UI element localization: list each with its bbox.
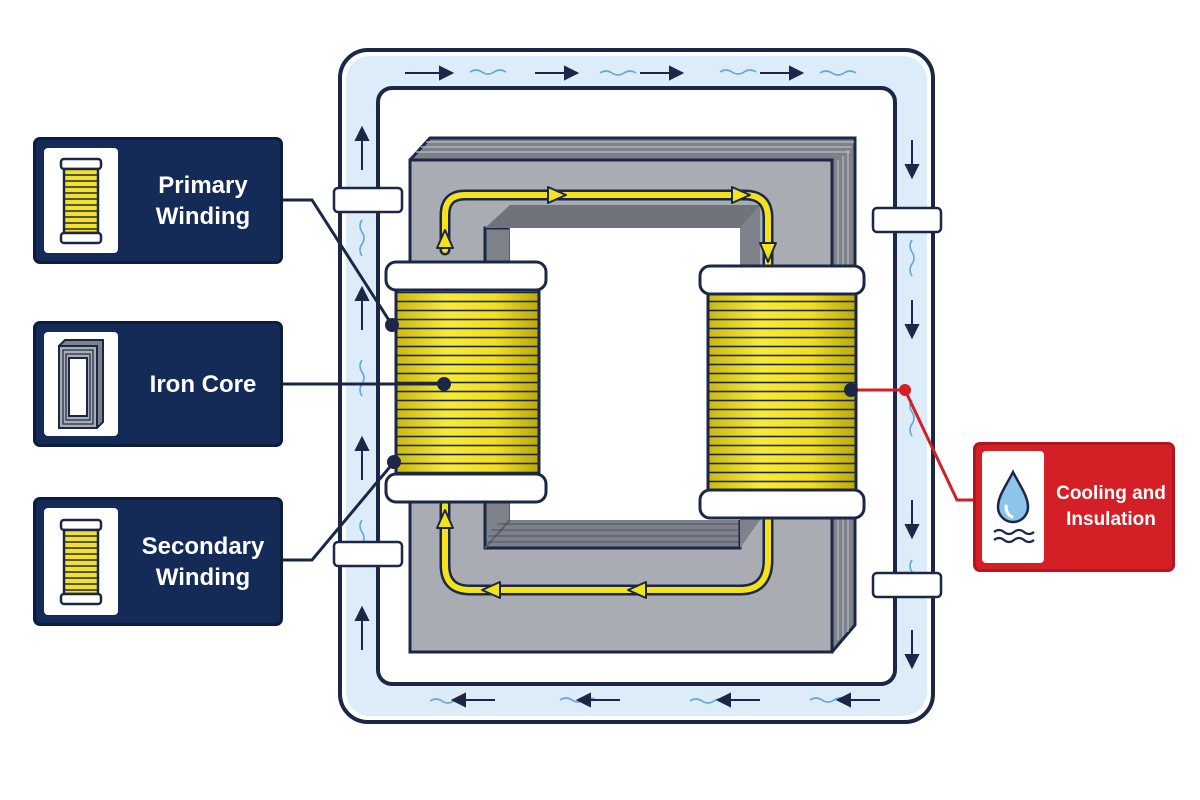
primary-leader	[283, 198, 394, 326]
iron-core-label: Iron Core	[33, 321, 283, 447]
coolant-flow-arrows	[354, 65, 920, 708]
cooling-insulation-label: Cooling and Insulation	[973, 442, 1175, 572]
coil-icon	[44, 508, 118, 615]
primary-winding-text: Primary Winding	[155, 171, 251, 230]
cooling-insulation-text: Cooling and Insulation	[1056, 483, 1166, 530]
primary-coil	[384, 260, 548, 504]
pipe-clamps	[332, 186, 943, 599]
leader-lines	[283, 198, 973, 562]
secondary-coil	[698, 264, 866, 520]
water-drop-icon	[982, 451, 1044, 563]
secondary-winding-text: Secondary Winding	[141, 532, 265, 591]
magnetic-flux-arrows	[436, 186, 777, 599]
primary-winding-label: Primary Winding	[33, 137, 283, 264]
cooling-leader	[851, 388, 973, 502]
coil-icon	[44, 148, 118, 253]
iron-core-text: Iron Core	[149, 370, 257, 398]
leader-dots	[385, 318, 911, 469]
secondary-winding-label: Secondary Winding	[33, 497, 283, 626]
secondary-leader	[283, 461, 396, 562]
iron-core-icon	[44, 332, 118, 436]
